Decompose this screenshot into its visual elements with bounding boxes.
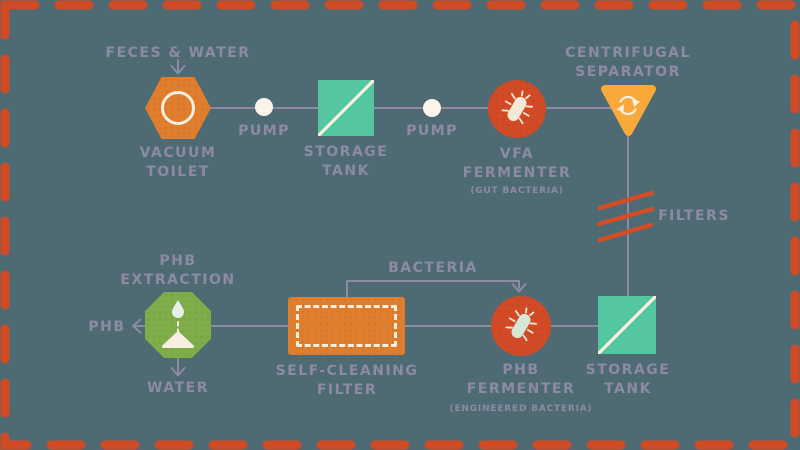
label-storage-tank-bottom: STORAGE TANK <box>585 362 671 397</box>
pump-circle-2 <box>423 99 441 117</box>
sublabel-engineered-bacteria: (ENGINEERED BACTERIA) <box>449 404 593 414</box>
label-feces-water: FECES & WATER <box>105 45 251 61</box>
label-storage-tank-top: STORAGE TANK <box>303 144 389 179</box>
phb-output-arrowhead <box>132 318 142 334</box>
droplet-funnel-icon <box>162 300 194 348</box>
separator-triangle-shape <box>601 85 656 136</box>
hatch-lines-icon <box>596 190 655 243</box>
sublabel-gut-bacteria: (GUT BACTERIA) <box>470 186 564 196</box>
label-pump-2: PUMP <box>406 123 458 139</box>
label-phb-extraction: PHB EXTRACTION <box>120 253 236 288</box>
bacteria-icon <box>505 307 538 342</box>
label-vfa-fermenter: VFA FERMENTER <box>462 146 572 181</box>
label-filters: FILTERS <box>658 208 730 224</box>
label-vacuum-toilet: VACUUM TOILET <box>139 145 217 180</box>
feces-input-arrowhead <box>170 65 186 75</box>
phb-extraction-shape <box>145 292 211 358</box>
storage-tank-top-shape <box>318 80 374 136</box>
storage-tank-bottom-shape <box>598 296 656 354</box>
self-cleaning-filter-shape <box>288 297 405 355</box>
label-phb-output: PHB <box>88 319 126 335</box>
filter-dashed-inset <box>296 305 397 347</box>
label-centrifugal-separator: CENTRIFUGAL SEPARATOR <box>565 45 691 80</box>
label-bacteria: BACTERIA <box>388 260 478 276</box>
label-pump-1: PUMP <box>238 123 290 139</box>
vfa-fermenter-shape <box>488 80 546 138</box>
label-self-cleaning-filter: SELF-CLEANING FILTER <box>275 363 419 398</box>
label-water-output: WATER <box>147 380 209 396</box>
toilet-ring-icon <box>161 91 195 125</box>
pump-circle-1 <box>255 98 273 116</box>
label-phb-fermenter: PHB FERMENTER <box>466 362 576 397</box>
bacteria-icon <box>501 90 534 125</box>
phb-fermenter-shape <box>491 296 551 356</box>
bacteria-recycle-arrowhead <box>511 283 527 293</box>
water-output-arrowhead <box>170 367 186 377</box>
bacteria-recycle-path <box>346 280 520 298</box>
